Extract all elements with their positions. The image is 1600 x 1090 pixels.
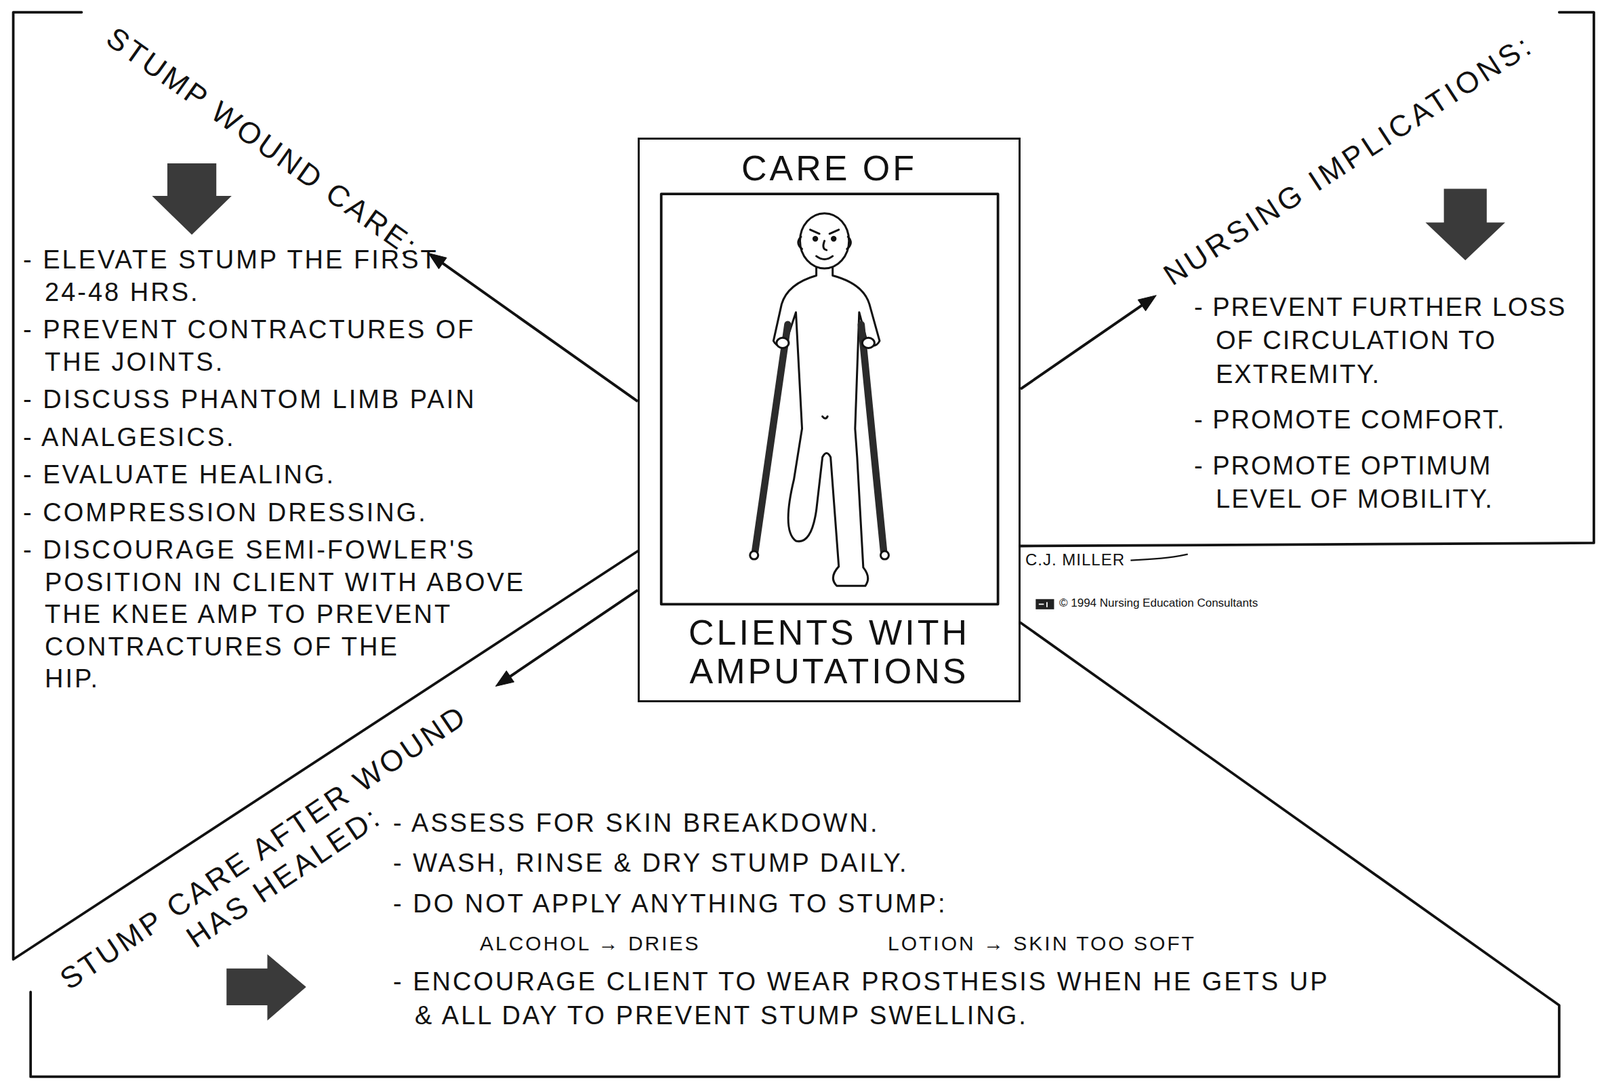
block-arrow <box>226 954 306 1021</box>
list-item: - PREVENT FURTHER LOSS OF CIRCULATION TO… <box>1194 290 1584 392</box>
signature: C.J. MILLER <box>1025 550 1125 570</box>
box-heading: CARE OF <box>741 149 917 188</box>
frame-right <box>1020 12 1594 546</box>
care-region: STUMP WOUND CARE:- ELEVATE STUMP THE FIR… <box>23 243 638 990</box>
arrowhead <box>495 670 514 687</box>
sub-item: ALCOHOL → DRIES <box>479 929 701 957</box>
eye <box>813 237 817 241</box>
signature-underline <box>1130 554 1188 561</box>
list-item: - DO NOT APPLY ANYTHING TO STUMP: <box>393 887 1432 921</box>
ear <box>798 236 803 249</box>
region-heading: NURSING IMPLICATIONS: <box>1156 27 1540 294</box>
head <box>800 213 850 269</box>
implications-region: NURSING IMPLICATIONS:- PREVENT FURTHER L… <box>1194 290 1584 528</box>
connector-arrow <box>1020 295 1157 389</box>
nose <box>823 240 827 251</box>
connector-arrow <box>495 590 638 687</box>
block-arrow <box>151 163 232 235</box>
list-item: - ASSESS FOR SKIN BREAKDOWN. <box>393 806 1432 840</box>
connector-line <box>1020 303 1145 389</box>
list-item: - COMPRESSION DRESSING. <box>23 496 638 530</box>
region-heading: STUMP WOUND CARE: <box>99 19 425 265</box>
mouth <box>816 256 833 260</box>
amputee-figure <box>750 213 890 587</box>
title-box: CARE OF CLIENTS WITH AMPUTATIONS <box>637 137 1021 703</box>
box-caption: CLIENTS WITH AMPUTATIONS <box>650 613 1008 691</box>
list-item: - ENCOURAGE CLIENT TO WEAR PROSTHESIS WH… <box>393 965 1350 1033</box>
ear <box>847 236 852 249</box>
list-item: - DISCUSS PHANTOM LIMB PAIN <box>23 383 638 417</box>
eyebrow <box>829 229 839 234</box>
picture-frame <box>661 193 999 604</box>
arrowhead <box>1137 295 1157 312</box>
crutch <box>861 324 884 551</box>
sub-item: LOTION → SKIN TOO SOFT <box>887 929 1197 957</box>
list-item: - PREVENT CONTRACTURES OF THE JOINTS. <box>23 313 520 379</box>
list-item: - DISCOURAGE SEMI-FOWLER'S POSITION IN C… <box>23 534 638 696</box>
crutch-tip <box>750 550 759 560</box>
list-item: - PROMOTE OPTIMUM LEVEL OF MOBILITY. <box>1194 449 1584 517</box>
eyebrow <box>810 229 820 234</box>
frame-bottom <box>30 622 1560 1077</box>
connector-line <box>507 590 638 679</box>
sub-list: ALCOHOL → DRIES LOTION → SKIN TOO SOFT <box>393 927 1546 959</box>
hand <box>776 337 789 348</box>
publisher-logo-mark <box>1038 601 1048 608</box>
hand <box>862 337 875 348</box>
healed-care-region: STUMP CARE AFTER WOUND HAS HEALED:- ASSE… <box>393 806 1546 1039</box>
crutch <box>754 324 788 551</box>
navel <box>822 416 829 419</box>
eye <box>831 237 835 241</box>
figure-body <box>773 267 880 586</box>
list-item: - EVALUATE HEALING. <box>23 458 638 492</box>
list-item: - ELEVATE STUMP THE FIRST 24-48 HRS. <box>23 243 452 309</box>
crutch-tip <box>880 550 889 560</box>
list-item: - PROMOTE COMFORT. <box>1194 403 1584 437</box>
list-item: - WASH, RINSE & DRY STUMP DAILY. <box>393 846 1432 880</box>
block-arrow <box>1425 189 1506 261</box>
copyright-note: © 1994 Nursing Education Consultants <box>1059 596 1258 610</box>
list-item: - ANALGESICS. <box>23 421 638 455</box>
publisher-logo <box>1035 599 1054 610</box>
